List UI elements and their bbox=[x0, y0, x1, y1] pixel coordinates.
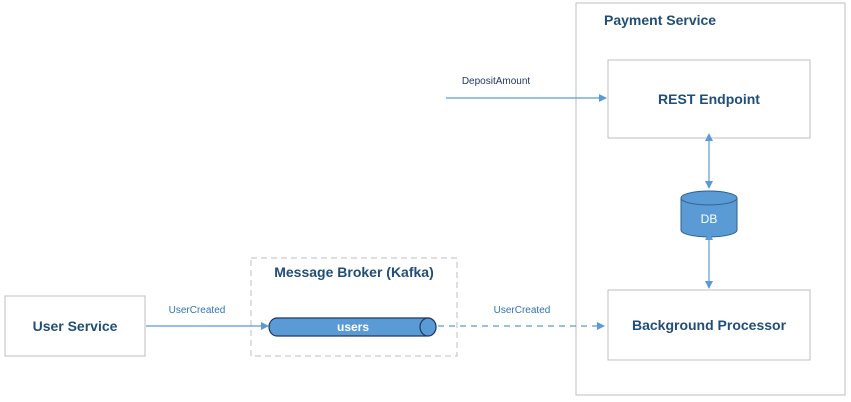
user-service-label: User Service bbox=[33, 318, 118, 334]
db-cylinder bbox=[680, 190, 738, 238]
background-processor-box bbox=[607, 289, 811, 361]
payment-service-label: Payment Service bbox=[604, 12, 716, 28]
message-broker-container bbox=[250, 257, 458, 357]
message-broker-label: Message Broker (Kafka) bbox=[274, 264, 434, 280]
background-processor-label: Background Processor bbox=[632, 317, 787, 333]
user-service-box bbox=[4, 295, 146, 357]
users-topic-label: users bbox=[337, 320, 369, 334]
rest-endpoint-box bbox=[607, 59, 811, 139]
user-created-to-processor-label: UserCreated bbox=[494, 305, 551, 316]
rest-endpoint-label: REST Endpoint bbox=[658, 91, 760, 107]
deposit-amount-label: DepositAmount bbox=[462, 76, 531, 87]
users-topic-pipe bbox=[268, 317, 437, 337]
user-created-to-broker-label: UserCreated bbox=[169, 305, 226, 316]
db-label: DB bbox=[701, 212, 718, 226]
